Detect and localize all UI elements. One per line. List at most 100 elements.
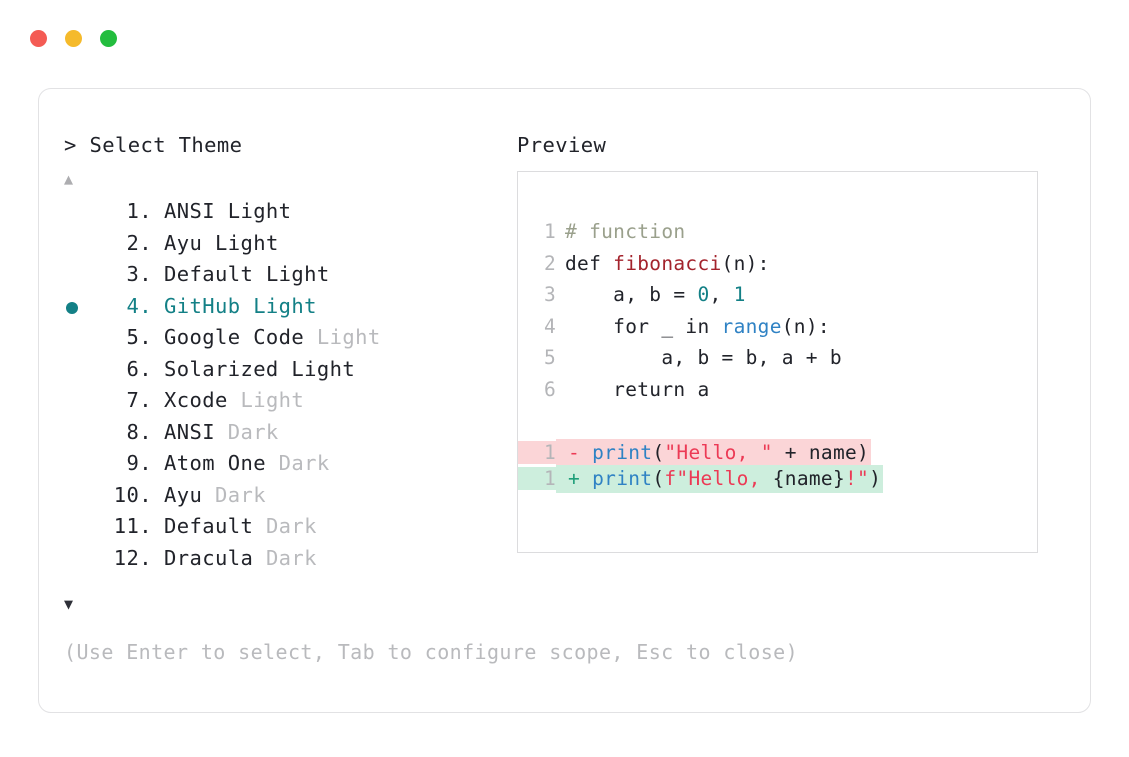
theme-item-name: Ayu xyxy=(164,230,203,255)
code-text: return a xyxy=(556,378,709,401)
theme-item-index: 8. xyxy=(126,419,152,444)
code-token-plain: {name} xyxy=(772,467,846,490)
diff-line-added: 1 + print(f"Hello, {name}!") xyxy=(518,465,1037,493)
theme-list-item[interactable]: 9. Atom One Dark xyxy=(64,451,517,483)
code-token-plain: ( xyxy=(652,441,665,464)
page-title: > Select Theme xyxy=(64,133,243,157)
theme-item-index: 9. xyxy=(126,451,152,475)
theme-item-variant: Light xyxy=(253,262,330,286)
code-token-str: f"Hello, xyxy=(664,467,773,490)
panel-columns: > Select Theme ▲ 1. ANSI Light 2. Ayu Light… xyxy=(39,131,1090,615)
theme-selector-card: > Select Theme ▲ 1. ANSI Light 2. Ayu Light… xyxy=(38,88,1091,713)
code-token-plain: a, b = b, a + b xyxy=(565,346,842,369)
code-text: a, b = 0, 1 xyxy=(556,283,746,306)
code-token-comment: # function xyxy=(565,220,686,243)
diff-line-content: - print("Hello, " + name) xyxy=(556,439,872,467)
diff-block: 1 - print("Hello, " + name)1 + print(f"H… xyxy=(518,439,1037,493)
theme-item-index: 1. xyxy=(126,199,152,223)
code-token-plain: + name) xyxy=(772,441,870,464)
code-token-num: 0 xyxy=(697,283,710,306)
theme-item-index: 7. xyxy=(126,388,152,412)
theme-item-name: Atom One xyxy=(164,451,266,475)
code-token-plain: return a xyxy=(565,377,710,401)
code-token-plain xyxy=(580,441,592,464)
scroll-up-icon[interactable]: ▲ xyxy=(64,170,74,188)
code-text: # function xyxy=(556,220,685,243)
theme-list-item[interactable]: 11. Default Dark xyxy=(64,514,517,546)
keyboard-hint: (Use Enter to select, Tab to configure s… xyxy=(64,640,799,664)
theme-item-variant: Light xyxy=(227,388,305,412)
theme-item-variant: Dark xyxy=(265,451,330,475)
theme-item-index: 5. xyxy=(126,325,152,349)
theme-item-variant: Dark xyxy=(253,514,317,538)
line-number: 2 xyxy=(543,251,556,275)
line-number: 1 xyxy=(543,220,556,243)
theme-item-variant: Dark xyxy=(202,482,266,507)
code-token-plain: (n): xyxy=(721,251,770,275)
close-button[interactable] xyxy=(30,30,47,47)
line-number: 5 xyxy=(543,346,556,369)
code-line: 1 # function xyxy=(518,220,1037,252)
code-token-plain: (n): xyxy=(781,314,830,338)
theme-list-item[interactable]: 1. ANSI Light xyxy=(64,199,517,231)
theme-item-index: 11. xyxy=(113,514,152,538)
code-line: 4 for _ in range(n): xyxy=(518,315,1037,347)
theme-list-item[interactable]: 3.Default Light xyxy=(64,262,517,294)
theme-item-name: Google Code xyxy=(164,325,305,349)
theme-item-index: 6. xyxy=(126,356,152,381)
theme-item-variant: Light xyxy=(240,293,317,318)
theme-item-name: GitHub xyxy=(164,293,241,318)
diff-line-content: + print(f"Hello, {name}!") xyxy=(556,465,884,493)
minimize-button[interactable] xyxy=(65,30,82,47)
diff-sign: + xyxy=(556,467,581,490)
theme-list-item[interactable]: 5.Google Code Light xyxy=(64,325,517,357)
code-token-num: 1 xyxy=(733,283,746,306)
maximize-button[interactable] xyxy=(100,30,117,47)
theme-item-name: Dracula xyxy=(164,545,254,570)
code-token-kw: def xyxy=(565,251,614,275)
theme-item-index: 12. xyxy=(113,545,152,570)
theme-item-name: Default xyxy=(164,262,254,286)
theme-list-item[interactable]: 12.Dracula Dark xyxy=(64,546,517,578)
code-token-plain: for _ in xyxy=(565,314,722,338)
line-number: 3 xyxy=(543,283,556,306)
theme-list-item[interactable]: 2.Ayu Light xyxy=(64,231,517,263)
selection-dot-icon xyxy=(66,301,78,314)
code-token-plain xyxy=(580,467,592,490)
code-token-plain: ) xyxy=(869,467,882,490)
theme-item-name: Default xyxy=(164,514,254,538)
theme-item-name: ANSI xyxy=(164,199,215,223)
theme-list-item[interactable]: 4. GitHub Light xyxy=(64,294,517,326)
code-token-builtin: print xyxy=(592,467,653,490)
code-token-str: "Hello, " xyxy=(664,441,773,464)
theme-item-name: Xcode xyxy=(164,388,228,412)
code-line: 6 return a xyxy=(518,378,1037,410)
code-token-plain: a, b = xyxy=(565,283,698,306)
theme-item-index: 2. xyxy=(126,230,152,255)
preview-title: Preview xyxy=(517,133,607,157)
theme-list-item[interactable]: 7. Xcode Light xyxy=(64,388,517,420)
diff-line-number: 1 xyxy=(518,467,556,490)
theme-item-index: 4. xyxy=(126,293,152,318)
code-token-plain: ( xyxy=(652,467,665,490)
theme-item-name: ANSI xyxy=(164,419,215,444)
code-token-builtin: print xyxy=(592,441,653,464)
theme-list-item[interactable]: 8.ANSI Dark xyxy=(64,420,517,452)
theme-item-name: Ayu xyxy=(164,482,203,507)
theme-item-variant: Light xyxy=(278,356,356,381)
theme-list-item[interactable]: 10.Ayu Dark xyxy=(64,483,517,515)
theme-list-item[interactable]: 6.Solarized Light xyxy=(64,357,517,389)
line-number: 4 xyxy=(543,314,556,338)
diff-sign: - xyxy=(556,441,581,464)
diff-line-number: 1 xyxy=(518,441,556,464)
scroll-down-icon[interactable]: ▼ xyxy=(64,595,74,613)
theme-item-variant: Light xyxy=(214,199,292,223)
code-token-builtin: range xyxy=(721,314,782,338)
code-token-str: !" xyxy=(845,467,870,490)
